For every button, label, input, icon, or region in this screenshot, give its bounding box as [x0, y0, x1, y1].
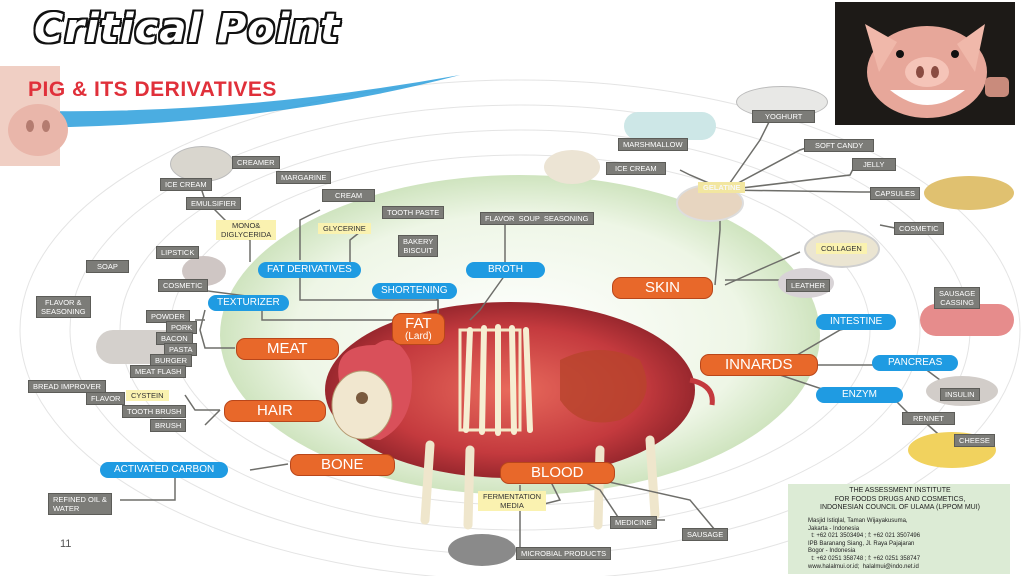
institute-address: Masjid Istiqlal, Taman Wijayakusuma, Jak…: [808, 518, 921, 570]
item-refined-oil-water: REFINED OIL & WATER: [48, 493, 112, 515]
item-leather: LEATHER: [786, 279, 831, 292]
marshmallow-photo: [624, 112, 716, 140]
pill-intestine: INTESTINE: [816, 314, 897, 330]
item-flavor-seasoning: FLAVOR & SEASONING: [36, 296, 91, 318]
hub-fat-sublabel: (Lard): [405, 331, 432, 342]
hub-fat: FAT (Lard): [392, 313, 445, 345]
item-yoghurt: YOGHURT: [752, 110, 816, 123]
item-emulsifier: EMULSIFIER: [186, 197, 242, 210]
item-cream: CREAM: [322, 189, 376, 202]
pill-fat-derivatives: FAT DERIVATIVES: [258, 262, 361, 278]
pill-texturizer: TEXTURIZER: [208, 295, 289, 311]
hub-hair: HAIR: [224, 400, 326, 422]
pill-pancreas: PANCREAS: [872, 355, 959, 371]
hub-innards: INNARDS: [700, 354, 818, 376]
item-margarine: MARGARINE: [276, 171, 332, 184]
ice-cream-photo: [544, 150, 600, 184]
item-soft-candy: SOFT CANDY: [804, 139, 875, 152]
item-marshmallow: MARSHMALLOW: [618, 138, 688, 151]
item-tooth-brush: TOOTH BRUSH: [122, 405, 187, 418]
item-mono-diglycerida: MONO& DIGLYCERIDA: [216, 220, 277, 240]
item-cheese: CHEESE: [954, 434, 995, 447]
item-glycerine: GLYCERINE: [318, 223, 371, 234]
item-jelly: JELLY: [852, 158, 896, 171]
item-bakery-biscuit: BAKERY BISCUIT: [398, 235, 439, 257]
item-capsules: CAPSULES: [870, 187, 921, 200]
pill-broth: BROTH: [466, 262, 545, 278]
microbial-photo: [448, 534, 516, 566]
pig-illustration: [325, 302, 715, 530]
item-creamer: CREAMER: [232, 156, 280, 169]
item-cosmetic-left: COSMETIC: [158, 279, 208, 292]
item-meat-flash: MEAT FLASH: [130, 365, 187, 378]
item-brush: BRUSH: [150, 419, 187, 432]
item-sausage: SAUSAGE: [682, 528, 729, 541]
item-ice-cream-right: ICE CREAM: [606, 162, 666, 175]
item-collagen: COLLAGEN: [816, 243, 867, 254]
item-medicine: MEDICINE: [610, 516, 657, 529]
creamer-photo: [170, 146, 234, 182]
item-flavor: FLAVOR: [86, 392, 126, 405]
item-lipstick: LIPSTICK: [156, 246, 200, 259]
item-cystein: CYSTEIN: [126, 390, 169, 401]
slide-title: Critical Point: [34, 6, 341, 52]
item-rennet: RENNET: [902, 412, 955, 425]
hub-meat: MEAT: [236, 338, 339, 360]
item-cosmetic-right: COSMETIC: [894, 222, 944, 235]
pig-photo: [835, 2, 1015, 125]
hub-skin: SKIN: [612, 277, 714, 299]
pill-enzym: ENZYM: [816, 387, 903, 403]
item-sausage-casing: SAUSAGE CASSING: [934, 287, 981, 309]
item-flavor-soup-seasoning: FLAVOR SOUP SEASONING: [480, 212, 594, 225]
item-soap: SOAP: [86, 260, 129, 273]
sausage-casing-photo: [920, 304, 1014, 336]
item-ice-cream-left: ICE CREAM: [160, 178, 212, 191]
diagram-subtitle: PIG & ITS DERIVATIVES: [28, 78, 277, 101]
item-gelatine: GELATINE: [698, 182, 746, 193]
page-number: 11: [60, 538, 72, 550]
hub-blood: BLOOD: [500, 462, 615, 484]
pill-shortening: SHORTENING: [372, 283, 457, 299]
hub-fat-label: FAT: [405, 315, 432, 332]
capsules-photo: [924, 176, 1014, 210]
pill-activated-carbon: ACTIVATED CARBON: [100, 462, 229, 478]
institute-heading: THE ASSESSMENT INSTITUTE FOR FOODS DRUGS…: [820, 487, 980, 511]
item-tooth-paste: TOOTH PASTE: [382, 206, 445, 219]
item-fermentation-media: FERMENTATION MEDIA: [478, 491, 547, 511]
item-insulin: INSULIN: [940, 388, 980, 401]
institute-box: [788, 484, 1010, 574]
item-microbial-products: MICROBIAL PRODUCTS: [516, 547, 612, 560]
hub-bone: BONE: [290, 454, 395, 476]
item-bread-improver: BREAD IMPROVER: [28, 380, 106, 393]
